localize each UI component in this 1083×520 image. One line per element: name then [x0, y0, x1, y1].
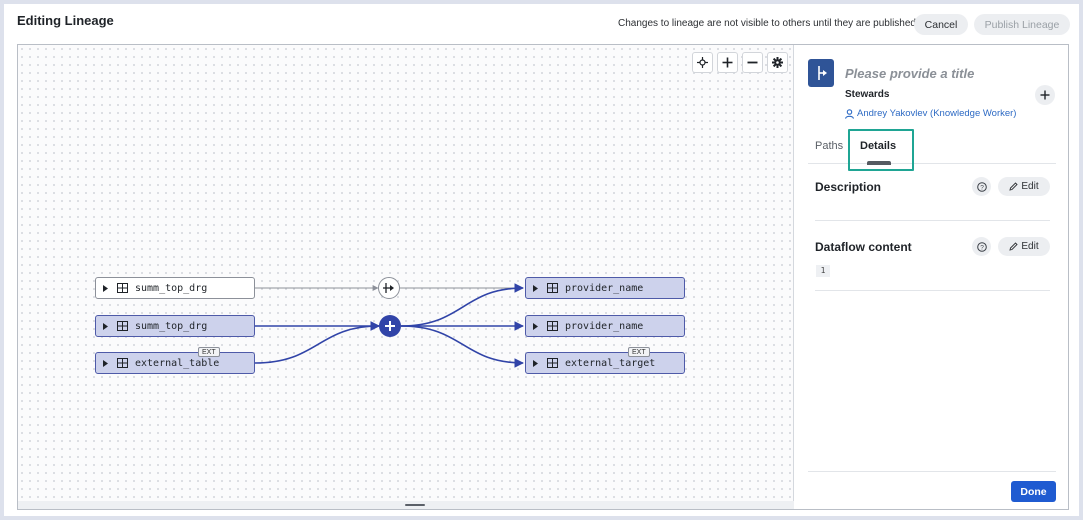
dataflow-divider: [815, 290, 1050, 291]
dataflow-edit-button[interactable]: Edit: [998, 237, 1050, 256]
node-label: provider_name: [565, 282, 644, 294]
code-line-number: 1: [816, 265, 830, 277]
zoom-out-icon: [747, 61, 758, 64]
steward-name: Andrey Yakovlev (Knowledge Worker): [857, 108, 1017, 119]
canvas-settings-button[interactable]: [767, 52, 788, 73]
app-window: Editing Lineage Changes to lineage are n…: [4, 4, 1079, 516]
node-label: external_target: [565, 357, 656, 369]
ext-badge: EXT: [198, 347, 220, 357]
table-icon: [117, 283, 128, 293]
node-label: provider_name: [565, 320, 644, 332]
expand-caret-icon[interactable]: [103, 359, 111, 367]
ext-badge: EXT: [628, 347, 650, 357]
edge-source3-merge: [254, 321, 380, 364]
lineage-title-input[interactable]: Please provide a title: [845, 66, 975, 81]
node-label: summ_top_drg: [135, 282, 208, 294]
dataflow-help-button[interactable]: ?: [972, 237, 991, 256]
plus-icon: [1040, 90, 1050, 100]
help-icon: ?: [976, 241, 987, 252]
description-help-button[interactable]: ?: [972, 177, 991, 196]
dataflow-icon: [808, 59, 834, 87]
pencil-icon: [1009, 242, 1019, 251]
canvas-scroll-strip: [18, 501, 794, 509]
table-icon: [547, 283, 558, 293]
details-panel: Please provide a title Stewards Andrey Y…: [795, 45, 1068, 509]
table-icon: [117, 321, 128, 331]
footer-divider: [808, 471, 1056, 472]
edge-merge-target1: [400, 283, 524, 327]
node-label: summ_top_drg: [135, 320, 208, 332]
node-label: external_table: [135, 357, 220, 369]
target-node-external[interactable]: external_target: [525, 352, 685, 374]
add-steward-button[interactable]: [1035, 85, 1055, 105]
split-operator[interactable]: [378, 277, 400, 299]
split-flow-icon: [383, 283, 394, 293]
unpublished-notice: Changes to lineage are not visible to ot…: [618, 18, 916, 29]
source-node[interactable]: summ_top_drg: [95, 315, 255, 337]
user-icon: [845, 108, 854, 119]
lineage-edges: [254, 283, 524, 368]
cancel-button[interactable]: Cancel: [914, 14, 968, 35]
steward-link[interactable]: Andrey Yakovlev (Knowledge Worker): [845, 108, 1016, 119]
svg-text:?: ?: [980, 184, 984, 191]
tab-paths[interactable]: Paths: [815, 140, 844, 152]
recenter-icon: [697, 57, 708, 68]
plus-icon: [385, 321, 395, 331]
target-node[interactable]: provider_name: [525, 277, 685, 299]
done-button[interactable]: Done: [1011, 481, 1056, 502]
source-node-external[interactable]: external_table: [95, 352, 255, 374]
expand-caret-icon[interactable]: [103, 322, 111, 330]
edge-merge-target3: [400, 325, 524, 368]
settings-gear-icon: [772, 57, 783, 68]
tabs-divider: [808, 163, 1056, 164]
help-icon: ?: [976, 181, 987, 192]
tab-details[interactable]: Details: [860, 140, 897, 152]
svg-text:?: ?: [980, 244, 984, 251]
expand-caret-icon[interactable]: [533, 284, 541, 292]
edit-label: Edit: [1021, 241, 1039, 252]
zoom-in-icon: [722, 57, 733, 68]
resize-handle[interactable]: [405, 504, 425, 506]
pencil-icon: [1009, 182, 1019, 191]
expand-caret-icon[interactable]: [103, 284, 111, 292]
edit-label: Edit: [1021, 181, 1039, 192]
description-divider: [815, 220, 1050, 221]
lineage-canvas[interactable]: summ_top_drg summ_top_drg external_table…: [18, 45, 794, 509]
description-title: Description: [815, 180, 882, 194]
publish-lineage-button[interactable]: Publish Lineage: [974, 14, 1070, 35]
source-node[interactable]: summ_top_drg: [95, 277, 255, 299]
recenter-button[interactable]: [692, 52, 713, 73]
zoom-out-button[interactable]: [742, 52, 763, 73]
active-tab-indicator: [867, 161, 891, 165]
stewards-label: Stewards: [845, 89, 890, 100]
expand-caret-icon[interactable]: [533, 322, 541, 330]
lineage-workspace: summ_top_drg summ_top_drg external_table…: [17, 44, 1069, 510]
expand-caret-icon[interactable]: [533, 359, 541, 367]
merge-operator[interactable]: [379, 315, 401, 337]
dataflow-content-title: Dataflow content: [815, 240, 912, 254]
page-title: Editing Lineage: [17, 13, 114, 28]
description-edit-button[interactable]: Edit: [998, 177, 1050, 196]
zoom-in-button[interactable]: [717, 52, 738, 73]
table-icon: [547, 321, 558, 331]
table-icon: [117, 358, 128, 368]
table-icon: [547, 358, 558, 368]
target-node[interactable]: provider_name: [525, 315, 685, 337]
tab-focus-highlight: [848, 129, 914, 171]
